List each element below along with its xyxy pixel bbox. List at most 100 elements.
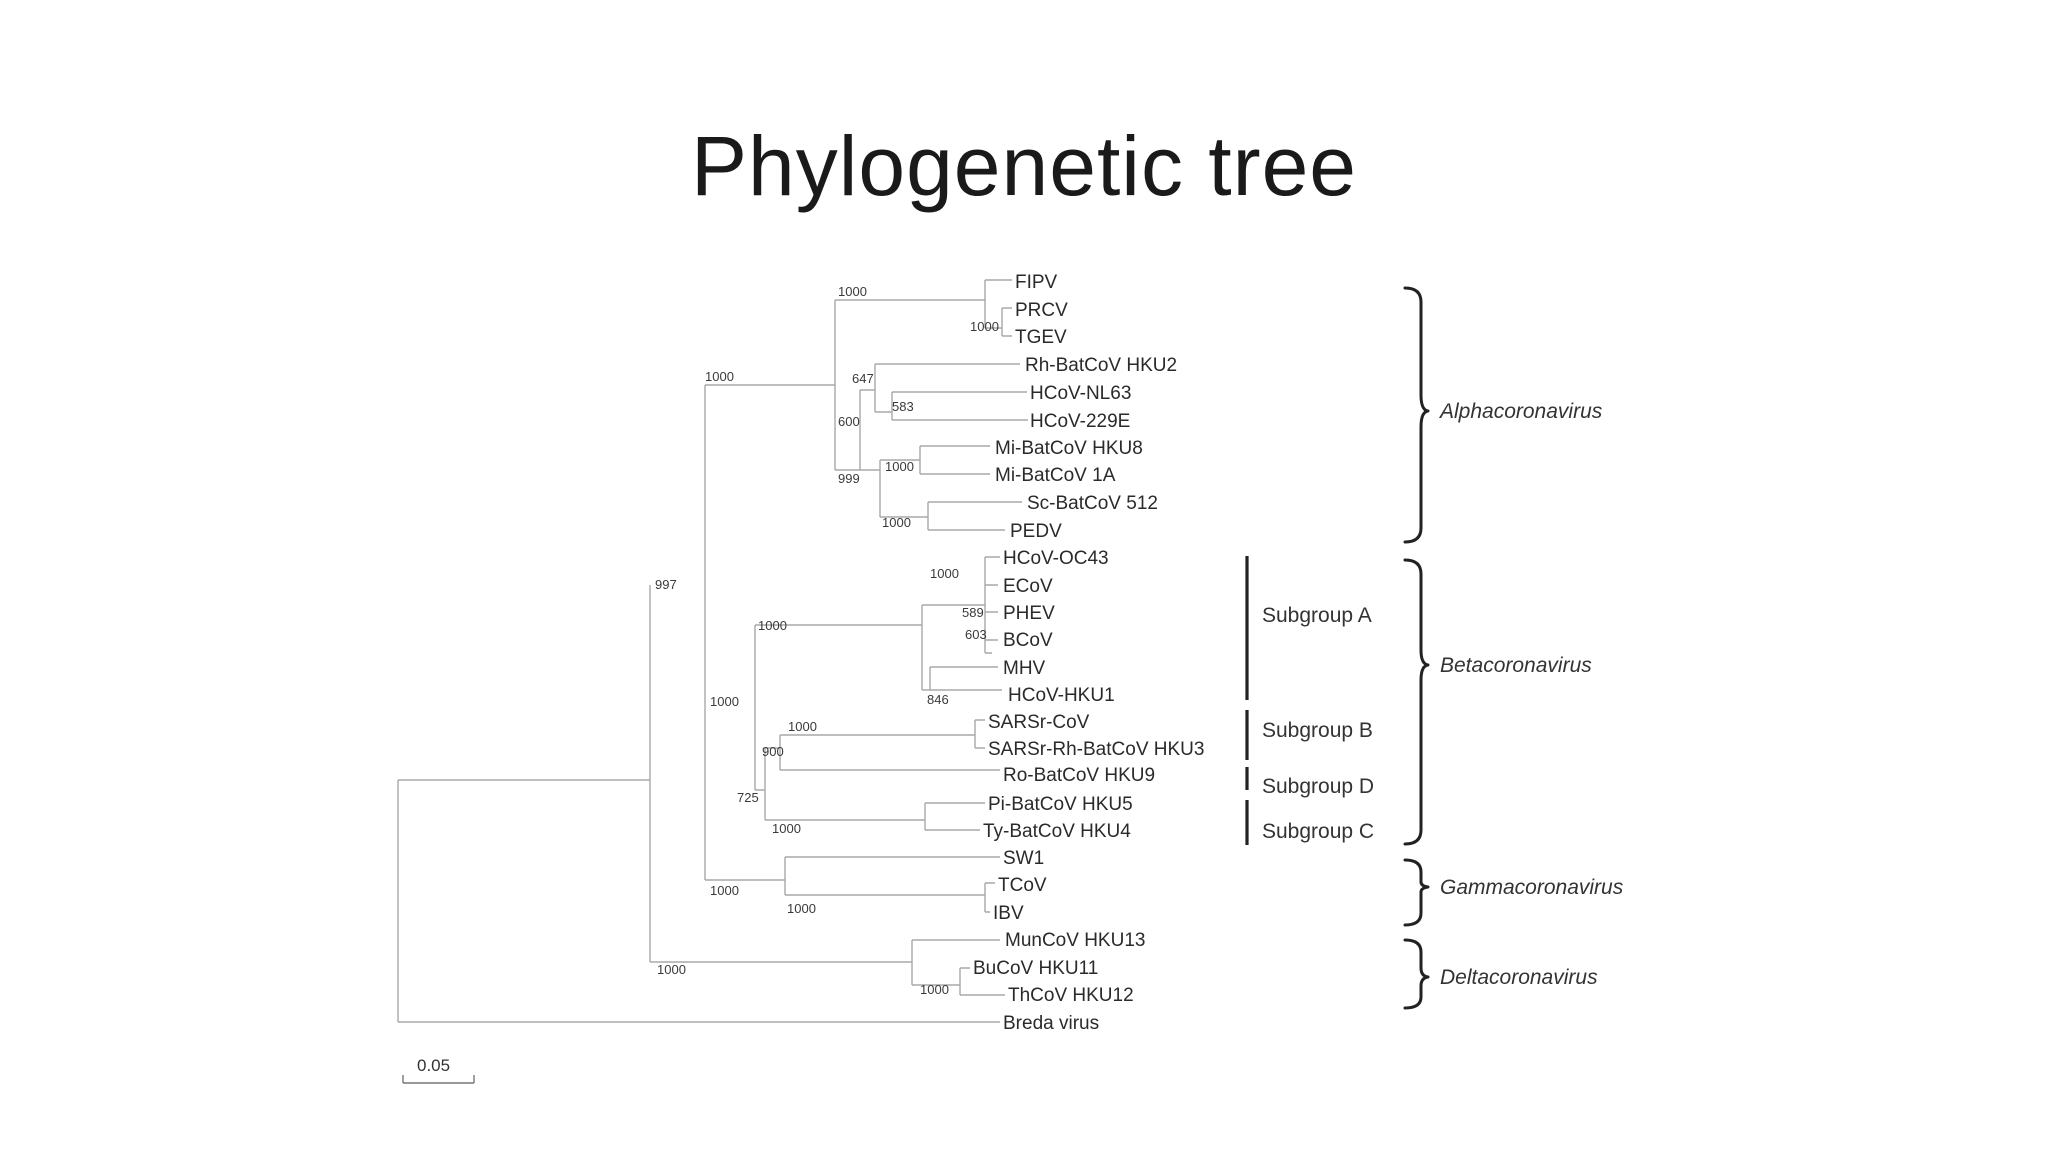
leaf-muncov-hku13: MunCoV HKU13 bbox=[1005, 930, 1145, 951]
leaf-prcv: PRCV bbox=[1015, 300, 1068, 321]
bootstrap-values: 1000 1000 1000 647 583 600 1000 999 1000… bbox=[655, 284, 999, 997]
delta-label: Deltacoronavirus bbox=[1440, 966, 1598, 989]
subgroup-a-label: Subgroup A bbox=[1262, 604, 1372, 627]
branch-bucov-thcov bbox=[959, 967, 1005, 996]
leaf-ro-batcov-hku9: Ro-BatCoV HKU9 bbox=[1003, 765, 1155, 786]
bootstrap-label: 1000 bbox=[710, 694, 739, 709]
leaf-bcov: BCoV bbox=[1003, 630, 1053, 651]
bootstrap-label: 600 bbox=[838, 414, 860, 429]
delta-brace bbox=[1403, 938, 1430, 1010]
bootstrap-label: 1000 bbox=[710, 883, 739, 898]
slide-title: Phylogenetic tree bbox=[690, 119, 1358, 213]
tree-branches bbox=[397, 279, 1028, 1023]
leaf-thcov-hku12: ThCoV HKU12 bbox=[1008, 985, 1134, 1006]
branch-mi-sc bbox=[879, 459, 928, 518]
bootstrap-label: 1000 bbox=[930, 566, 959, 581]
branch-main bbox=[649, 585, 912, 963]
branch-hku8-1a bbox=[919, 445, 990, 475]
leaf-phev: PHEV bbox=[1003, 603, 1055, 624]
branch-hku5-hku4 bbox=[772, 802, 985, 831]
branch-subgroup-a bbox=[921, 604, 985, 691]
branch-sars-hku3 bbox=[779, 734, 975, 771]
bootstrap-label: 583 bbox=[892, 399, 914, 414]
genus-braces bbox=[1403, 286, 1430, 1010]
leaf-sarsr-rh-batcov-hku3: SARSr-Rh-BatCoV HKU3 bbox=[988, 739, 1204, 760]
bootstrap-label: 1000 bbox=[920, 982, 949, 997]
leaf-mhv: MHV bbox=[1003, 658, 1046, 679]
scale-bar: 0.05 bbox=[402, 1056, 475, 1084]
leaf-fipv: FIPV bbox=[1015, 272, 1058, 293]
beta-label: Betacoronavirus bbox=[1440, 654, 1592, 677]
gamma-label: Gammacoronavirus bbox=[1440, 876, 1624, 899]
bootstrap-label: 1000 bbox=[772, 821, 801, 836]
scale-bar-line bbox=[402, 1075, 475, 1084]
alpha-brace bbox=[1403, 286, 1430, 544]
beta-brace bbox=[1403, 558, 1430, 846]
branch-delta bbox=[911, 939, 1000, 986]
bootstrap-label: 999 bbox=[838, 471, 860, 486]
branch-beta bbox=[754, 624, 922, 791]
leaf-hcov-nl63: HCoV-NL63 bbox=[1030, 383, 1131, 404]
leaf-bucov-hku11: BuCoV HKU11 bbox=[973, 958, 1098, 979]
leaf-labels: FIPV PRCV TGEV Rh-BatCoV HKU2 HCoV-NL63 … bbox=[973, 272, 1204, 1034]
bootstrap-label: 1000 bbox=[970, 319, 999, 334]
branch-sc-pedv bbox=[927, 501, 1022, 531]
branch-sars bbox=[974, 719, 985, 749]
branch-root bbox=[397, 779, 1000, 1023]
leaf-tcov: TCoV bbox=[998, 875, 1047, 896]
branch-oc43-clade bbox=[984, 556, 1000, 654]
bootstrap-label: 900 bbox=[762, 744, 784, 759]
bootstrap-label: 725 bbox=[737, 790, 759, 805]
leaf-mi-batcov-hku8: Mi-BatCoV HKU8 bbox=[995, 438, 1143, 459]
scale-bar-label: 0.05 bbox=[417, 1056, 450, 1075]
leaf-sc-batcov-512: Sc-BatCoV 512 bbox=[1027, 493, 1158, 514]
genus-labels: Alphacoronavirus Betacoronavirus Gammaco… bbox=[1438, 400, 1624, 989]
leaf-ecov: ECoV bbox=[1003, 576, 1053, 597]
branch-nl63-229e bbox=[891, 391, 1028, 421]
bootstrap-label: 1000 bbox=[758, 618, 787, 633]
bootstrap-label: 846 bbox=[927, 692, 949, 707]
gamma-brace bbox=[1403, 858, 1430, 927]
leaf-sw1: SW1 bbox=[1003, 848, 1044, 869]
bootstrap-label: 1000 bbox=[657, 962, 686, 977]
bootstrap-label: 647 bbox=[852, 371, 874, 386]
branch-rh-nl63-229e bbox=[874, 363, 1020, 413]
leaf-sarsr-cov: SARSr-CoV bbox=[988, 712, 1090, 733]
leaf-hcov-oc43: HCoV-OC43 bbox=[1003, 548, 1109, 569]
branch-alpha-beta-gamma bbox=[704, 384, 835, 881]
bootstrap-label: 603 bbox=[965, 627, 987, 642]
branch-tcov-ibv bbox=[984, 882, 995, 913]
branch-alpha bbox=[834, 299, 985, 471]
branch-mhv bbox=[929, 666, 1002, 691]
leaf-hcov-hku1: HCoV-HKU1 bbox=[1008, 685, 1115, 706]
branch-fipv-prcv-tgev bbox=[984, 279, 1012, 329]
subgroup-c-label: Subgroup C bbox=[1262, 820, 1374, 843]
bootstrap-label: 1000 bbox=[838, 284, 867, 299]
alpha-label: Alphacoronavirus bbox=[1438, 400, 1603, 423]
subgroup-d-label: Subgroup D bbox=[1262, 775, 1374, 798]
leaf-ibv: IBV bbox=[993, 903, 1024, 924]
bootstrap-label: 589 bbox=[962, 605, 984, 620]
subgroup-b-label: Subgroup B bbox=[1262, 719, 1373, 742]
leaf-ty-batcov-hku4: Ty-BatCoV HKU4 bbox=[983, 821, 1131, 842]
leaf-hcov-229e: HCoV-229E bbox=[1030, 411, 1130, 432]
branch-gamma bbox=[784, 856, 1000, 896]
leaf-pi-batcov-hku5: Pi-BatCoV HKU5 bbox=[988, 794, 1133, 815]
branch-sars-hku9 bbox=[764, 747, 780, 821]
bootstrap-label: 997 bbox=[655, 577, 677, 592]
bootstrap-label: 1000 bbox=[882, 515, 911, 530]
branch-alpha-inner bbox=[859, 389, 880, 471]
leaf-rh-batcov-hku2: Rh-BatCoV HKU2 bbox=[1025, 355, 1177, 376]
bootstrap-label: 1000 bbox=[788, 719, 817, 734]
leaf-tgev: TGEV bbox=[1015, 327, 1067, 348]
subgroup-labels: Subgroup A Subgroup B Subgroup D Subgrou… bbox=[1262, 604, 1374, 843]
bootstrap-label: 1000 bbox=[787, 901, 816, 916]
leaf-mi-batcov-1a: Mi-BatCoV 1A bbox=[995, 465, 1116, 486]
bootstrap-label: 1000 bbox=[885, 459, 914, 474]
bootstrap-label: 1000 bbox=[705, 369, 734, 384]
leaf-pedv: PEDV bbox=[1010, 521, 1062, 542]
branch-prcv-tgev bbox=[1001, 307, 1012, 337]
leaf-breda-virus: Breda virus bbox=[1003, 1013, 1099, 1034]
